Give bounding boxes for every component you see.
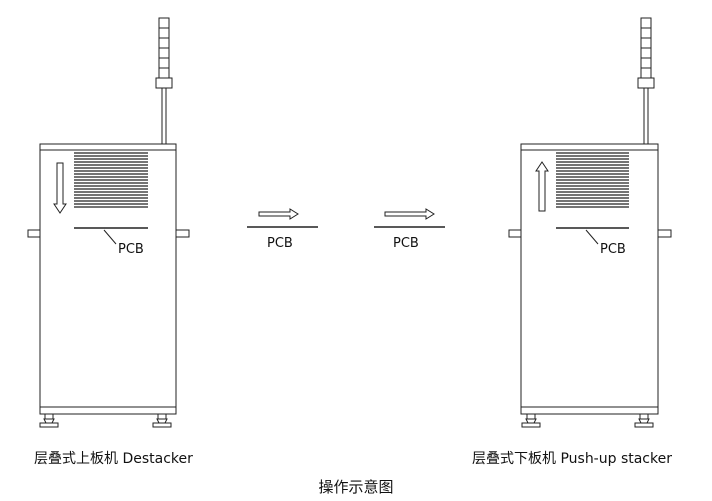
destacker-machine — [27, 17, 190, 428]
feet-left — [39, 413, 172, 428]
pcb-label-right: PCB — [600, 242, 626, 257]
pcb-label-left: PCB — [118, 242, 144, 257]
left-rail-stub — [27, 229, 41, 238]
feet-right — [521, 413, 654, 428]
conveyor-1 — [247, 208, 318, 228]
down-arrow-icon — [53, 162, 67, 214]
right-rail-stub-left — [508, 229, 522, 238]
right-arrow-icon — [384, 208, 435, 220]
diagram-title: 操作示意图 — [318, 478, 394, 496]
stacker-machine — [508, 17, 672, 428]
right-arrow-icon — [258, 208, 299, 220]
pcb-stack-right — [556, 152, 629, 208]
pcb-label-conveyor-1: PCB — [267, 236, 293, 251]
right-rail-stub — [657, 229, 672, 238]
conveyor-2 — [374, 208, 445, 228]
pcb-stack-left — [74, 152, 148, 208]
destacker-caption: 层叠式上板机 Destacker — [34, 451, 193, 467]
up-arrow-icon — [535, 161, 549, 212]
left-rail-stub-right — [175, 229, 190, 238]
signal-tower-left — [155, 17, 173, 144]
stacker-caption: 层叠式下板机 Push-up stacker — [472, 451, 672, 467]
signal-tower-right — [637, 17, 655, 144]
pcb-label-conveyor-2: PCB — [393, 236, 419, 251]
